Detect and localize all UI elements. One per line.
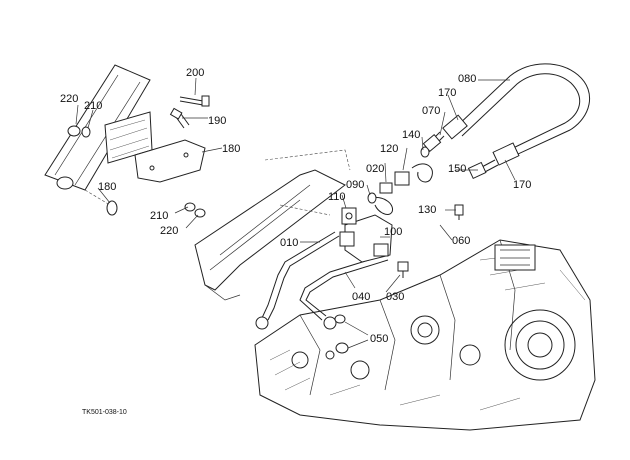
callout-100: 100: [384, 226, 402, 238]
callout-120: 120: [380, 143, 398, 155]
hose-clamp-140: [411, 146, 433, 183]
nut-220-top: [67, 125, 91, 138]
hose-fitting-170-top: [422, 114, 468, 153]
callout-210-top: 210: [84, 100, 102, 112]
bolt-190-lower: [169, 107, 190, 129]
plate-190: [104, 111, 153, 164]
callout-180-right: 180: [222, 143, 240, 155]
callout-220-top: 220: [60, 93, 78, 105]
diagram-code: TK501-038-10: [82, 409, 127, 416]
callout-060: 060: [452, 235, 470, 247]
callout-030: 030: [386, 291, 404, 303]
callout-080: 080: [458, 73, 476, 85]
callout-130: 130: [418, 204, 436, 216]
fitting-120: [394, 171, 410, 186]
bolt-030: [397, 261, 409, 278]
clamp-110: [341, 207, 357, 225]
leader-lines: [75, 77, 516, 349]
bolt-200: [179, 95, 210, 107]
gasket-050: [325, 314, 349, 360]
callout-170-bottom: 170: [513, 179, 531, 191]
callout-190: 190: [208, 115, 226, 127]
callout-210-lower: 210: [150, 210, 168, 222]
nut-210-lower: [106, 200, 206, 218]
callout-180-left: 180: [98, 181, 116, 193]
hose-fitting-170-bottom: [467, 142, 520, 180]
callout-150: 150: [448, 163, 466, 175]
pipe-040: [299, 254, 389, 330]
callout-050: 050: [370, 333, 388, 345]
fitting-090: [367, 192, 394, 215]
valve-block-100: [339, 214, 393, 263]
callout-070: 070: [422, 105, 440, 117]
callout-170-top: 170: [438, 87, 456, 99]
pipe-010: [255, 231, 340, 330]
callout-020: 020: [366, 163, 384, 175]
callout-200: 200: [186, 67, 204, 79]
transmission-housing: [254, 239, 596, 431]
callout-090: 090: [346, 179, 364, 191]
frame-main: [194, 149, 351, 301]
callout-110: 110: [328, 191, 346, 203]
callout-220-lower: 220: [160, 225, 178, 237]
callout-labels: 200 220 210 190 180 180 210 220 080 170 …: [60, 67, 531, 345]
callout-010: 010: [280, 237, 298, 249]
callout-040: 040: [352, 291, 370, 303]
plug-130: [454, 204, 464, 220]
fitting-020: [379, 182, 393, 194]
callout-140: 140: [402, 129, 420, 141]
hose-080: [454, 63, 590, 161]
bracket-180: [134, 139, 206, 183]
